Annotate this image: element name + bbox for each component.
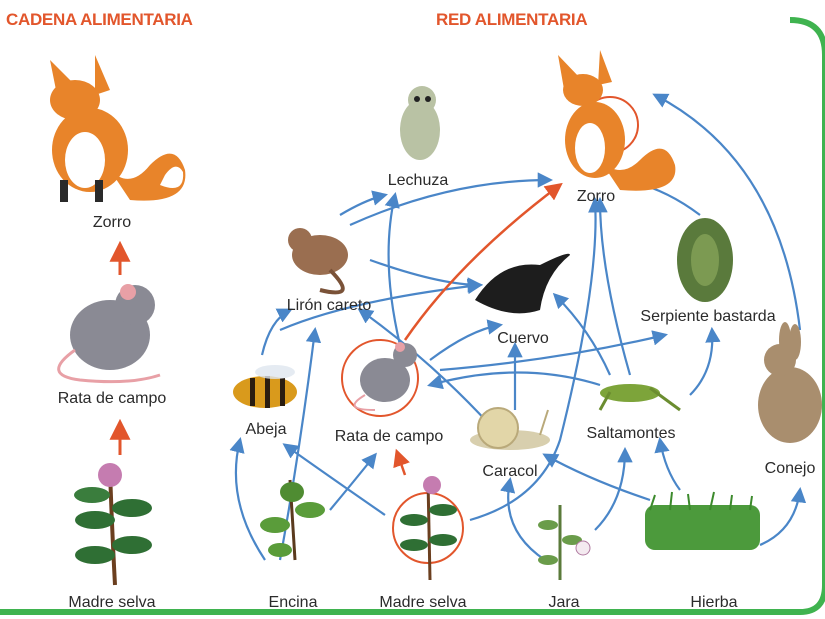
chain-honeysuckle-illustration	[74, 463, 152, 585]
chain-label-rat: Rata de campo	[58, 390, 167, 408]
chain-label-fox: Zorro	[93, 214, 131, 232]
arrow-honeysuckle-to-rat-red	[397, 452, 405, 475]
chain-label-plant: Madre selva	[68, 594, 155, 612]
web-title: RED ALIMENTARIA	[436, 10, 587, 30]
web-label-oak: Encina	[269, 594, 318, 612]
web-label-snail: Caracol	[482, 463, 537, 481]
rockrose-illustration	[538, 505, 590, 580]
web-label-bee: Abeja	[246, 421, 287, 439]
owl-illustration	[400, 86, 440, 160]
arrow-grasshopper-to-snake	[690, 330, 712, 395]
web-label-rockrose: Jara	[548, 594, 579, 612]
chain-title: CADENA ALIMENTARIA	[6, 10, 193, 30]
web-label-rabbit: Conejo	[765, 460, 816, 478]
arrow-rat-to-fox-red	[405, 185, 560, 340]
web-fox-illustration	[558, 50, 675, 191]
web-label-honeysuckle: Madre selva	[379, 594, 466, 612]
web-label-grass: Hierba	[690, 594, 737, 612]
web-label-grasshopper: Saltamontes	[587, 425, 676, 443]
arrow-hierba-to-snail	[545, 455, 650, 500]
grasshopper-illustration	[600, 384, 680, 410]
web-label-owl: Lechuza	[388, 172, 449, 190]
web-label-fox: Zorro	[577, 188, 615, 206]
arrow-rabbit-to-fox	[655, 95, 800, 330]
web-honeysuckle-illustration	[400, 476, 457, 580]
snake-illustration	[677, 218, 733, 302]
arrow-hierba-to-grasshopper	[660, 440, 680, 490]
web-label-rat: Rata de campo	[335, 428, 444, 446]
web-label-crow: Cuervo	[497, 330, 549, 348]
oak-illustration	[260, 480, 325, 560]
chain-rat-illustration	[59, 284, 160, 382]
arrow-rat-to-snake	[440, 335, 665, 370]
arrow-dormouse-to-crow	[370, 260, 480, 285]
crow-illustration	[475, 254, 570, 314]
bee-illustration	[233, 365, 297, 408]
web-label-snake: Serpiente bastarda	[640, 308, 775, 326]
arrow-rat-to-crow	[430, 325, 500, 360]
grass-illustration	[645, 492, 760, 550]
web-label-dormouse: Lirón careto	[287, 297, 372, 315]
chain-fox-illustration	[50, 55, 185, 202]
rabbit-illustration	[758, 322, 822, 443]
arrow-hierba-to-conejo	[760, 490, 800, 545]
snail-illustration	[470, 408, 550, 450]
dormouse-illustration	[288, 228, 348, 293]
web-rat-illustration	[355, 342, 417, 410]
arrow-encina-to-bee	[236, 440, 265, 560]
